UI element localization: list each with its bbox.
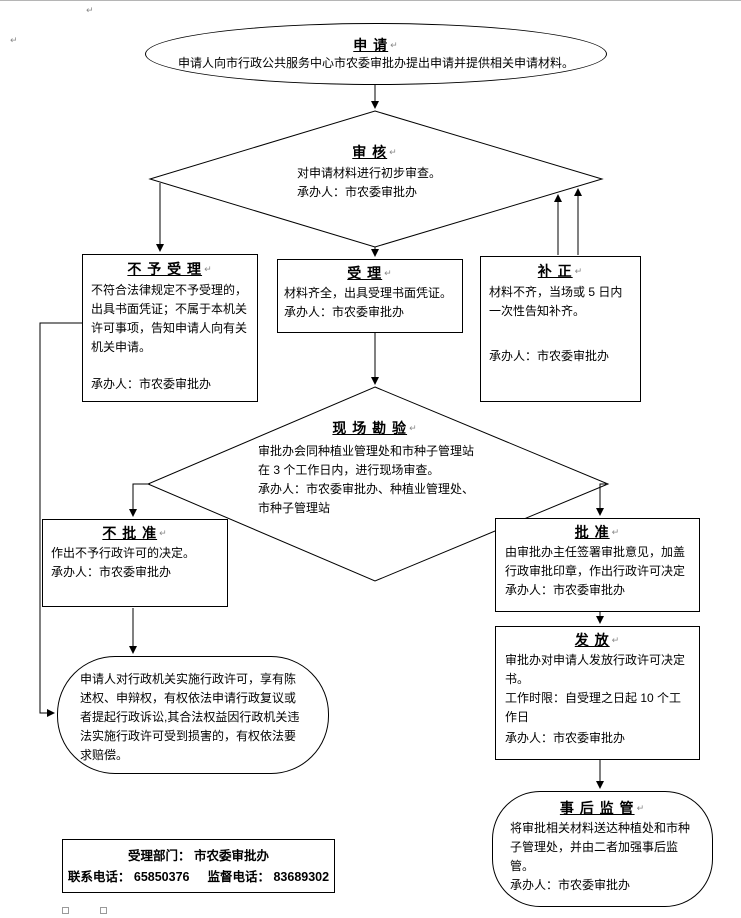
supervision-phone: 监督电话： 83689302 xyxy=(207,870,330,884)
contact-department: 受理部门： 市农委审批办 xyxy=(128,849,269,863)
node-approve-handler: 承办人：市农委审批办 xyxy=(505,583,626,597)
pilcrow-mark: ↵ xyxy=(611,635,621,645)
node-inspect-body: 审批办会同种植业管理处和市种子管理站在 3 个工作日内，进行现场审查。 xyxy=(258,444,475,477)
contact-box: 受理部门： 市农委审批办 联系电话： 65850376 监督电话： 8368930… xyxy=(62,839,335,893)
pilcrow-mark: ↵ xyxy=(611,527,621,537)
node-deny-title: 不 批 准↵ xyxy=(102,525,168,541)
node-accept-body: 材料齐全，出具受理书面凭证。 xyxy=(284,286,453,300)
node-reject-title: 不 予 受 理↵ xyxy=(127,261,213,277)
node-apply: 申 请↵ 申请人向市行政公共服务中心市农委审批办提出申请并提供相关申请材料。 xyxy=(145,23,607,85)
node-reject: 不 予 受 理↵ 不符合法律规定不予受理的，出具书面凭证；不属于本机关许可事项，… xyxy=(82,254,258,402)
connector-inspect-deny xyxy=(129,483,150,517)
node-rights-body: 申请人对行政机关实施行政许可，享有陈述权、申辩权，有权依法申请行政复议或者提起行… xyxy=(80,672,300,762)
node-deny: 不 批 准↵ 作出不予行政许可的决定。 承办人：市农委审批办 xyxy=(42,519,228,607)
node-inspect-title: 现 场 勘 验↵ xyxy=(332,420,418,436)
node-approve: 批 准↵ 由审批办主任签署审批意见，加盖行政审批印章，作出行政许可决定 承办人：… xyxy=(495,518,700,612)
node-deny-body: 作出不予行政许可的决定。 xyxy=(51,546,196,560)
node-issue-handler: 承办人：市农委审批办 xyxy=(505,731,626,745)
contact-phone: 联系电话： 65850376 xyxy=(67,870,190,884)
node-issue-deadline: 工作时限：自受理之日起 10 个工作日 xyxy=(505,691,682,724)
node-inspect-handler: 承办人：市农委审批办、种植业管理处、市种子管理站 xyxy=(258,482,475,515)
node-review-body: 对申请材料进行初步审查。 xyxy=(297,166,442,180)
node-supplement: 补 正↵ 材料不齐，当场或 5 日内一次性告知补齐。 承办人：市农委审批办 xyxy=(480,256,641,402)
node-rights: 申请人对行政机关实施行政许可，享有陈述权、申辩权，有权依法申请行政复议或者提起行… xyxy=(57,656,329,774)
node-deny-handler: 承办人：市农委审批办 xyxy=(51,565,172,579)
pilcrow-mark: ↵ xyxy=(409,423,418,433)
pilcrow-mark: ↵ xyxy=(204,264,213,274)
node-approve-title: 批 准↵ xyxy=(574,524,621,540)
node-supervise-handler: 承办人：市农委审批办 xyxy=(510,878,631,892)
node-apply-title: 申 请↵ xyxy=(353,36,399,53)
node-inspect-text: 审批办会同种植业管理处和市种子管理站在 3 个工作日内，进行现场审查。 承办人：… xyxy=(258,442,484,518)
node-supervise: 事 后 监 管↵ 将审批相关材料送达种植处和市种子管理处，并由二者加强事后监管。… xyxy=(492,791,713,907)
node-supervise-body: 将审批相关材料送达种植处和市种子管理处，并由二者加强事后监管。 xyxy=(510,821,691,873)
node-review-title: 审 核↵ xyxy=(352,144,398,160)
node-accept: 受 理↵ 材料齐全，出具受理书面凭证。 承办人：市农委审批办 xyxy=(277,259,463,333)
pilcrow-mark: ↵ xyxy=(159,528,168,538)
node-reject-body: 不符合法律规定不予受理的，出具书面凭证；不属于本机关许可事项，告知申请人向有关机… xyxy=(91,283,248,354)
pilcrow-mark: ↵ xyxy=(86,5,94,15)
node-issue-title: 发 放↵ xyxy=(574,632,621,648)
connector-inspect-approve xyxy=(596,483,606,516)
connector-reject-rights xyxy=(39,322,82,717)
node-accept-title: 受 理↵ xyxy=(347,265,393,281)
pilcrow-mark: ↵ xyxy=(384,268,393,278)
node-review-text: 对申请材料进行初步审查。 承办人：市农委审批办 xyxy=(297,164,477,202)
node-review-handler: 承办人：市农委审批办 xyxy=(297,185,418,199)
node-apply-body: 申请人向市行政公共服务中心市农委审批办提出申请并提供相关申请材料。 xyxy=(177,55,574,70)
pilcrow-mark: ↵ xyxy=(10,35,18,45)
node-supplement-body: 材料不齐，当场或 5 日内一次性告知补齐。 xyxy=(489,285,623,318)
node-approve-body: 由审批办主任签署审批意见，加盖行政审批印章，作出行政许可决定 xyxy=(505,545,686,578)
node-supplement-handler: 承办人：市农委审批办 xyxy=(489,349,610,363)
page-mark xyxy=(62,907,69,914)
page-mark xyxy=(100,907,107,914)
pilcrow-mark: ↵ xyxy=(636,803,646,813)
pilcrow-mark: ↵ xyxy=(390,39,399,50)
node-issue-body: 审批办对申请人发放行政许可决定书。 xyxy=(505,653,686,686)
contact-phones: 联系电话： 65850376 监督电话： 83689302 xyxy=(63,867,334,888)
node-issue: 发 放↵ 审批办对申请人发放行政许可决定书。 工作时限：自受理之日起 10 个工… xyxy=(495,626,700,760)
node-accept-handler: 承办人：市农委审批办 xyxy=(284,305,405,319)
node-supervise-title: 事 后 监 管↵ xyxy=(559,800,646,816)
pilcrow-mark: ↵ xyxy=(574,266,584,276)
pilcrow-mark: ↵ xyxy=(389,147,398,157)
inspect-diamond-shape xyxy=(146,386,610,582)
node-supplement-title: 补 正↵ xyxy=(537,263,584,279)
node-reject-handler: 承办人：市农委审批办 xyxy=(91,377,212,391)
